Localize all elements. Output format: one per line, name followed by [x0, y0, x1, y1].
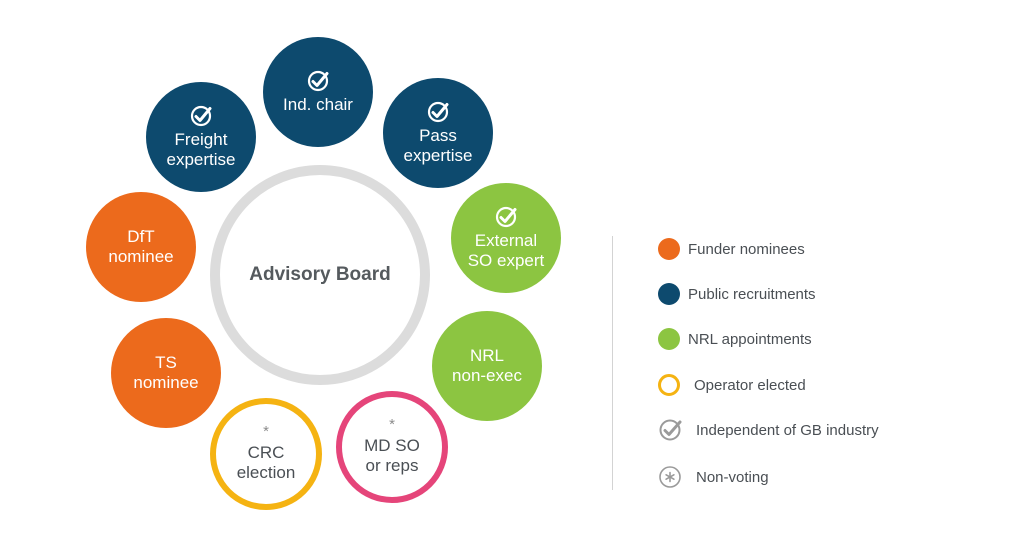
check-circle-icon [658, 418, 682, 442]
node-label: MD SO or reps [364, 436, 420, 475]
check-circle-icon [189, 104, 213, 130]
node-dft-nominee: DfT nominee [86, 192, 196, 302]
legend-label: Public recruitments [688, 285, 816, 303]
node-nrl-non-exec: NRL non-exec [432, 311, 542, 421]
node-ts-nominee: TS nominee [111, 318, 221, 428]
legend-divider [612, 236, 613, 490]
legend-label: Funder nominees [688, 240, 805, 258]
legend-label: Independent of GB industry [696, 421, 879, 439]
node-label: TS nominee [133, 353, 199, 392]
node-crc-election: * CRC election [210, 398, 322, 510]
node-label: NRL non-exec [452, 346, 522, 385]
yellow-ring-icon [658, 374, 680, 396]
node-pass-expertise: Pass expertise [383, 78, 493, 188]
node-md-so-reps: * MD SO or reps [336, 391, 448, 503]
legend-item-non-voting: Non-voting [658, 464, 769, 490]
node-label: CRC election [236, 443, 296, 482]
node-ind-chair: Ind. chair [263, 37, 373, 147]
legend-label: Operator elected [694, 376, 806, 394]
legend-item-operator: Operator elected [658, 372, 806, 398]
node-label: External SO expert [467, 231, 545, 270]
legend-item-funder: Funder nominees [658, 236, 805, 262]
asterisk-circle-icon [658, 465, 682, 489]
legend-item-nrl: NRL appointments [658, 326, 812, 352]
legend-item-independent: Independent of GB industry [658, 417, 879, 443]
node-label: Pass expertise [403, 126, 473, 165]
orange-dot-icon [658, 238, 680, 260]
node-freight-expertise: Freight expertise [146, 82, 256, 192]
green-dot-icon [658, 328, 680, 350]
node-label: DfT nominee [108, 227, 174, 266]
asterisk-icon: * [389, 416, 395, 433]
node-label: Ind. chair [283, 95, 353, 114]
node-label: Freight expertise [166, 130, 236, 169]
center-ring: Advisory Board [210, 165, 430, 385]
center-label: Advisory Board [249, 264, 391, 285]
legend-item-public: Public recruitments [658, 281, 816, 307]
check-circle-icon [306, 69, 330, 95]
legend-label: Non-voting [696, 468, 769, 486]
asterisk-icon: * [263, 423, 269, 440]
check-circle-icon [426, 100, 450, 126]
node-external-so-expert: External SO expert [451, 183, 561, 293]
legend-label: NRL appointments [688, 330, 812, 348]
check-circle-icon [494, 205, 518, 231]
navy-dot-icon [658, 283, 680, 305]
